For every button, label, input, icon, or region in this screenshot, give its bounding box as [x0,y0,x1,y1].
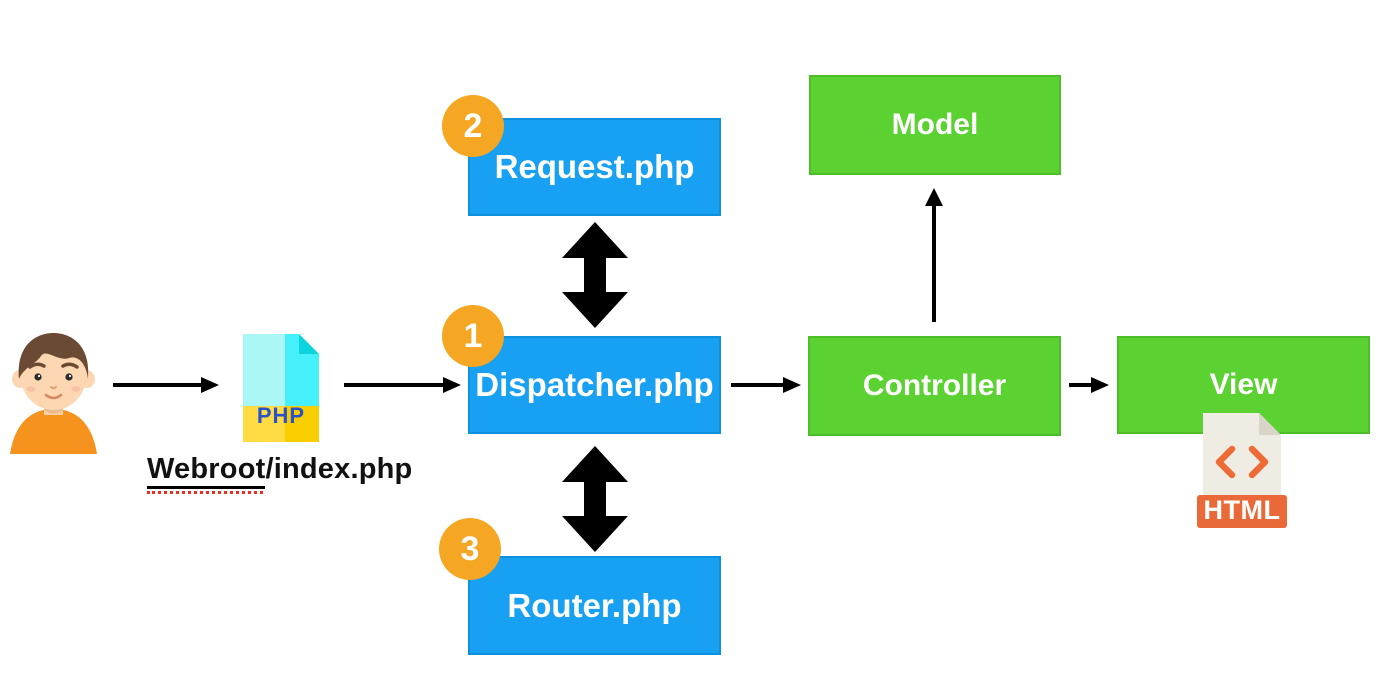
html-icon-label: HTML [1203,495,1281,525]
badge-step-3: 3 [439,518,501,580]
node-controller: Controller [808,336,1061,436]
node-request-php: Request.php [468,118,721,216]
double-arrow-icon [562,222,628,328]
arrow-right-icon [1069,377,1109,393]
node-request-php-label: Request.php [494,148,695,185]
badge-step-1: 1 [442,305,504,367]
user-icon [10,333,97,454]
node-router-php-label: Router.php [507,586,682,624]
webroot-underlined-text: Webroot [147,453,266,489]
webroot-index-label: Webroot/index.php [147,453,413,489]
php-icon-label: PHP [256,403,306,428]
node-model-label: Model [891,108,979,141]
arrow-right-icon [731,377,801,393]
node-dispatcher-php-label: Dispatcher.php [475,366,714,403]
node-router-php: Router.php [468,556,721,655]
arrow-up-icon [925,188,943,322]
index-php-text: /index.php [265,453,413,485]
node-controller-label: Controller [862,369,1007,402]
double-arrow-icon [562,446,628,552]
node-model: Model [809,75,1061,175]
badge-step-2: 2 [442,95,504,157]
node-view-label: View [1209,368,1278,401]
arrow-right-icon [113,377,219,393]
php-file-icon [243,334,319,442]
html-file-icon [1197,413,1287,528]
node-dispatcher-php: Dispatcher.php [468,336,721,434]
arrow-right-icon [344,377,461,393]
